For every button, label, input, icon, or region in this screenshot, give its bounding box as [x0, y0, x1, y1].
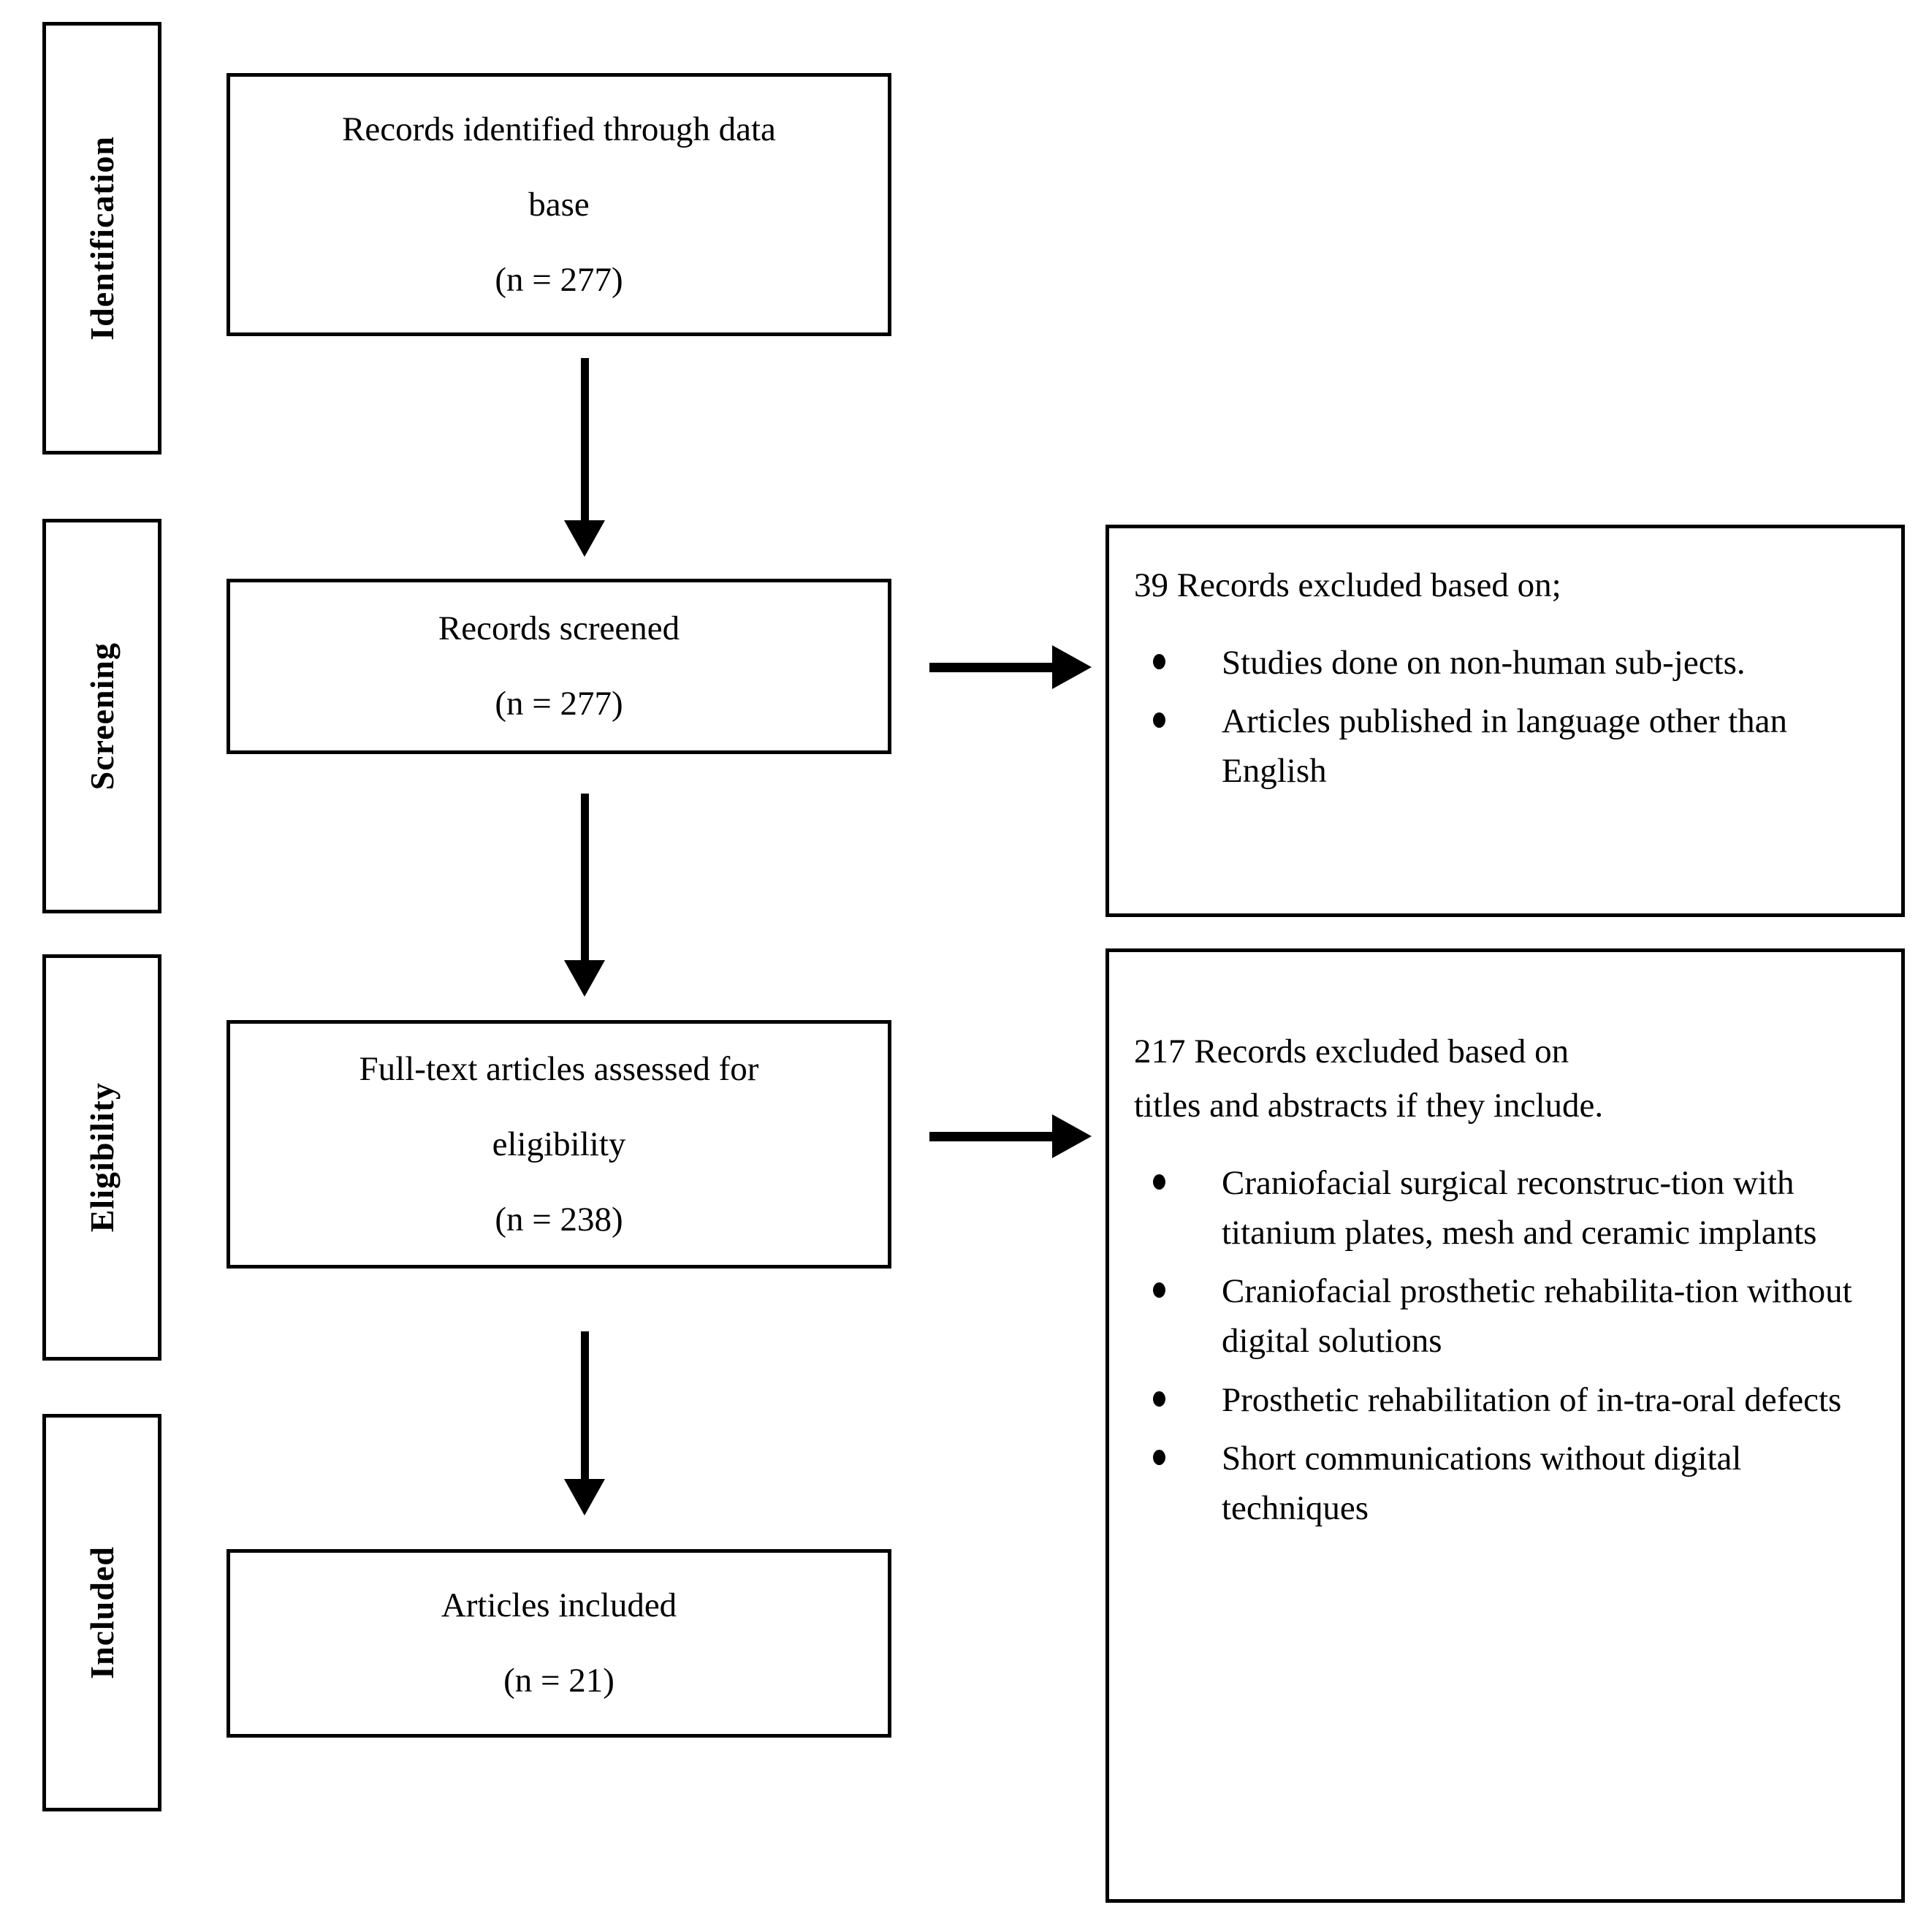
- flow-box-records-identified: Records identified through data base (n …: [227, 73, 891, 336]
- list-item-text: Craniofacial prosthetic rehabilita-tion …: [1222, 1272, 1852, 1361]
- full-text-assessed-line-1: Full-text articles assessed for: [359, 1049, 759, 1088]
- arrow-screened-to-exclusion-icon: [929, 644, 1092, 690]
- arrow-fulltext-to-exclusion-icon: [929, 1114, 1092, 1159]
- stage-box-eligibility: Eligibility: [42, 954, 161, 1361]
- arrow-fulltext-to-included-icon: [541, 1331, 628, 1515]
- full-text-assessed-line-2: eligibility: [492, 1125, 626, 1163]
- stage-box-identification: Identification: [42, 22, 161, 455]
- eligibility-exclusion-list: Craniofacial surgical reconstruc-tion wi…: [1134, 1158, 1890, 1533]
- list-item-text: Short communications without digital tec…: [1222, 1439, 1742, 1527]
- articles-included-line-1: Articles included: [441, 1586, 677, 1624]
- stage-box-screening: Screening: [42, 519, 161, 913]
- eligibility-exclusion-heading-line-2: titles and abstracts if they include.: [1134, 1087, 1604, 1125]
- list-item-text: Prosthetic rehabilitation of in-tra-oral…: [1222, 1380, 1842, 1419]
- eligibility-exclusion-heading-line-1: 217 Records excluded based on: [1134, 1032, 1569, 1070]
- bullet-icon: [1153, 654, 1165, 669]
- list-item-text: Studies done on non-human sub-jects.: [1222, 644, 1746, 682]
- list-item: Craniofacial surgical reconstruc-tion wi…: [1134, 1158, 1890, 1258]
- exclusion-box-screening: 39 Records excluded based on; Studies do…: [1105, 525, 1905, 917]
- list-item: Short communications without digital tec…: [1134, 1434, 1890, 1533]
- stage-label-identification: Identification: [83, 136, 121, 341]
- screening-exclusion-heading: 39 Records excluded based on;: [1134, 566, 1561, 604]
- records-screened-line-1: Records screened: [438, 609, 680, 647]
- records-identified-line-1: Records identified through data: [342, 110, 776, 148]
- list-item-text: Articles published in language other tha…: [1222, 702, 1787, 791]
- flow-box-records-screened: Records screened (n = 277): [227, 579, 891, 754]
- stage-box-included: Included: [42, 1414, 161, 1811]
- stage-label-screening: Screening: [83, 642, 121, 791]
- exclusion-box-eligibility: 217 Records excluded based on titles and…: [1105, 948, 1905, 1903]
- list-item: Craniofacial prosthetic rehabilita-tion …: [1134, 1266, 1890, 1366]
- flow-box-articles-included: Articles included (n = 21): [227, 1549, 891, 1738]
- list-item: Articles published in language other tha…: [1134, 696, 1890, 796]
- list-item-text: Craniofacial surgical reconstruc-tion wi…: [1222, 1164, 1817, 1252]
- stage-label-included: Included: [83, 1546, 121, 1679]
- full-text-assessed-count: (n = 238): [495, 1200, 623, 1239]
- list-item: Prosthetic rehabilitation of in-tra-oral…: [1134, 1375, 1890, 1425]
- bullet-icon: [1153, 1282, 1165, 1298]
- bullet-icon: [1153, 712, 1165, 729]
- bullet-icon: [1153, 1391, 1165, 1407]
- list-item: Studies done on non-human sub-jects.: [1134, 638, 1890, 688]
- bullet-icon: [1153, 1174, 1165, 1190]
- articles-included-count: (n = 21): [503, 1662, 614, 1700]
- records-identified-count: (n = 277): [495, 260, 623, 299]
- flow-box-full-text-assessed: Full-text articles assessed for eligibil…: [227, 1020, 891, 1269]
- arrow-identified-to-screened-icon: [541, 358, 628, 557]
- stage-label-eligibility: Eligibility: [83, 1082, 121, 1233]
- bullet-icon: [1153, 1449, 1165, 1465]
- screening-exclusion-list: Studies done on non-human sub-jects. Art…: [1134, 638, 1890, 796]
- arrow-screened-to-fulltext-icon: [541, 794, 628, 997]
- records-screened-count: (n = 277): [495, 685, 623, 723]
- records-identified-line-2: base: [528, 185, 590, 224]
